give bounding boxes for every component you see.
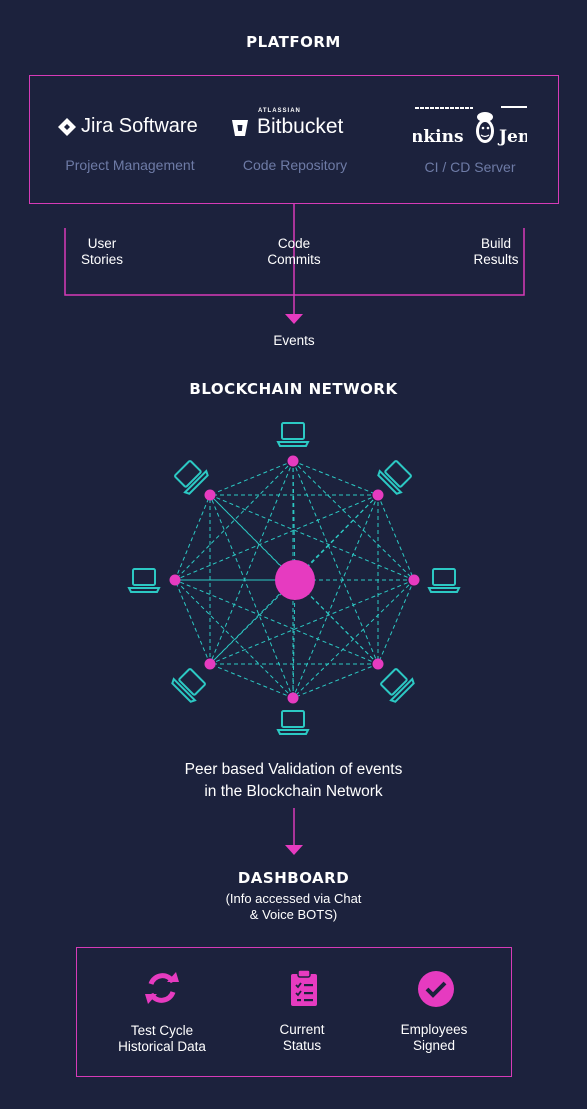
jira-diamond-icon <box>58 118 76 136</box>
peer-link <box>292 460 379 496</box>
jenkins-logo: nkins Jen <box>413 104 527 152</box>
peer-hub-link <box>209 494 296 581</box>
bitbucket-brand: ATLASSIAN <box>258 108 301 114</box>
check-circle-icon <box>418 971 454 1007</box>
svg-text:Jen: Jen <box>497 127 527 147</box>
dashboard-item-employees: Employees Signed <box>384 1022 484 1054</box>
dashboard-subtitle: (Info accessed via Chat & Voice BOTS) <box>0 891 587 923</box>
peer-link <box>292 663 379 699</box>
laptop-icon <box>276 422 310 447</box>
peer-link <box>209 494 294 699</box>
dashboard-item-employees-line1: Employees <box>400 1022 468 1037</box>
dashboard-subtitle-line1: (Info accessed via Chat <box>225 891 362 906</box>
dashboard-item-history: Test Cycle Historical Data <box>102 1023 222 1055</box>
flows-bracket <box>64 228 525 296</box>
laptop-icon <box>377 460 412 495</box>
peer-link <box>377 579 415 665</box>
peer-link <box>292 460 379 665</box>
laptop-icon <box>276 710 310 735</box>
refresh-icon <box>145 972 179 1004</box>
peer-link <box>174 579 294 699</box>
dashboard-item-status-line1: Current <box>279 1022 325 1037</box>
clipboard-checklist-icon <box>291 969 317 1006</box>
peer-link <box>209 460 294 665</box>
peer-link <box>209 494 415 581</box>
validation-caption: Peer based Validation of events in the B… <box>0 759 587 803</box>
central-ledger-node <box>275 560 315 600</box>
dashboard-item-history-line2: Historical Data <box>118 1039 206 1054</box>
peer-node <box>372 489 384 501</box>
bitbucket-logo: ATLASSIAN Bitbucket <box>230 108 370 142</box>
peer-link <box>174 579 379 665</box>
flow-code-commits: Code Commits <box>267 236 321 267</box>
peer-node <box>204 658 216 670</box>
validation-caption-line1: Peer based Validation of events <box>184 761 403 778</box>
svg-text:nkins: nkins <box>413 127 464 147</box>
platform-box <box>29 75 559 204</box>
peer-link <box>209 460 294 496</box>
peer-node <box>287 692 299 704</box>
peer-node <box>408 574 420 586</box>
laptop-icon <box>127 568 161 593</box>
peer-laptops <box>127 422 461 735</box>
peer-node <box>287 455 299 467</box>
flow-user-stories: User Stories <box>80 236 124 267</box>
peer-node <box>372 658 384 670</box>
dashboard-arrow-head <box>285 845 303 855</box>
peer-link <box>209 579 415 665</box>
jira-logo: Jira Software <box>57 114 207 140</box>
peer-nodes <box>169 455 420 704</box>
laptop-icon <box>380 668 415 703</box>
peer-link <box>174 494 211 581</box>
peer-link <box>377 494 415 581</box>
jenkins-caption: CI / CD Server <box>424 159 516 175</box>
dashboard-title: DASHBOARD <box>237 869 350 887</box>
dashboard-item-status-line2: Status <box>282 1038 322 1053</box>
peer-link <box>174 460 294 581</box>
dashboard-box <box>76 947 512 1077</box>
dashboard-item-status: Current Status <box>254 1022 350 1054</box>
blockchain-title: BLOCKCHAIN NETWORK <box>189 380 398 398</box>
jira-name: Jira Software <box>81 115 198 137</box>
peer-link <box>174 494 379 581</box>
validation-caption-line2: in the Blockchain Network <box>204 783 383 800</box>
bitbucket-name: Bitbucket <box>257 115 344 138</box>
flow-build-results: Build Results <box>473 236 519 267</box>
dashboard-item-history-line1: Test Cycle <box>130 1023 194 1038</box>
dashboard-item-employees-line2: Signed <box>412 1038 456 1053</box>
jira-caption: Project Management <box>65 157 195 173</box>
jenkins-butler-icon: nkins Jen <box>413 106 527 147</box>
laptop-icon <box>427 568 461 593</box>
peer-link <box>209 663 294 699</box>
laptop-icon <box>174 460 209 495</box>
peer-link <box>174 579 211 665</box>
bitbucket-caption: Code Repository <box>242 157 348 173</box>
dashboard-subtitle-line2: & Voice BOTS) <box>249 907 338 922</box>
events-arrow-head <box>285 314 303 324</box>
events-label: Events <box>273 333 315 348</box>
peer-node <box>169 574 181 586</box>
peer-node <box>204 489 216 501</box>
laptop-icon <box>171 668 206 703</box>
bitbucket-bucket-icon <box>232 120 248 136</box>
platform-title: PLATFORM <box>246 33 341 51</box>
